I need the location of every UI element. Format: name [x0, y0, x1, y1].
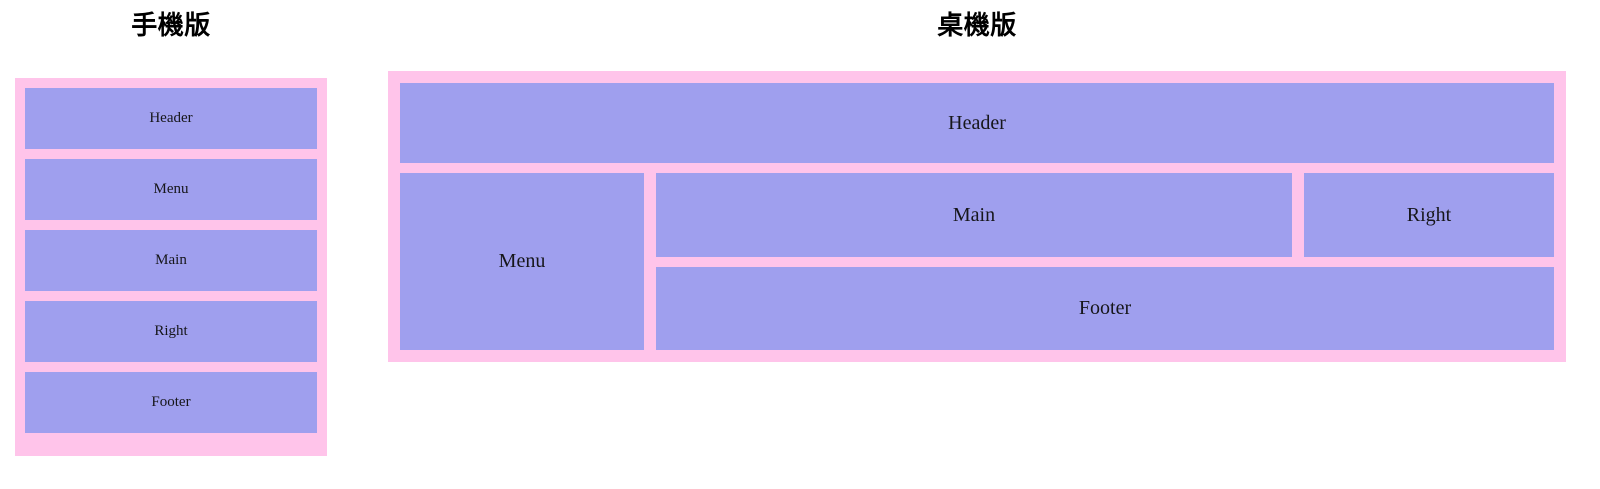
- desktop-panel-menu: Menu: [400, 173, 644, 350]
- mobile-panel-right-label: Right: [154, 323, 188, 339]
- mobile-panel-right: Right: [25, 301, 317, 362]
- mobile-panel-header: Header: [25, 88, 317, 149]
- mobile-panel-menu-label: Menu: [153, 181, 189, 197]
- desktop-panel-right-label: Right: [1406, 203, 1452, 226]
- desktop-panel-header: Header: [400, 83, 1554, 163]
- mobile-panel-main-label: Main: [155, 252, 187, 268]
- desktop-panel-menu-label: Menu: [498, 250, 546, 272]
- mobile-panel-header-label: Header: [149, 110, 193, 126]
- desktop-wireframe-container: Header Menu Main Right Footer: [388, 71, 1566, 362]
- desktop-panel-header-label: Header: [948, 111, 1006, 134]
- desktop-panel-footer-label: Footer: [1078, 297, 1132, 319]
- mobile-panel-footer-label: Footer: [151, 394, 191, 410]
- mobile-panel-footer: Footer: [25, 372, 317, 433]
- desktop-upper-row: Main Right: [656, 173, 1554, 257]
- desktop-panel-main: Main: [656, 173, 1292, 257]
- desktop-panel-right: Right: [1304, 173, 1554, 257]
- mobile-panel-menu: Menu: [25, 159, 317, 220]
- mobile-panel-main: Main: [25, 230, 317, 291]
- mobile-layout-title: 手機版: [131, 11, 211, 41]
- desktop-body-row: Menu Main Right Footer: [400, 173, 1554, 350]
- desktop-content-stack: Main Right Footer: [656, 173, 1554, 350]
- desktop-panel-footer: Footer: [656, 267, 1554, 350]
- desktop-layout-title: 桌機版: [937, 11, 1017, 41]
- desktop-panel-main-label: Main: [952, 203, 996, 226]
- mobile-wireframe-container: Header Menu Main Right Footer: [15, 78, 327, 456]
